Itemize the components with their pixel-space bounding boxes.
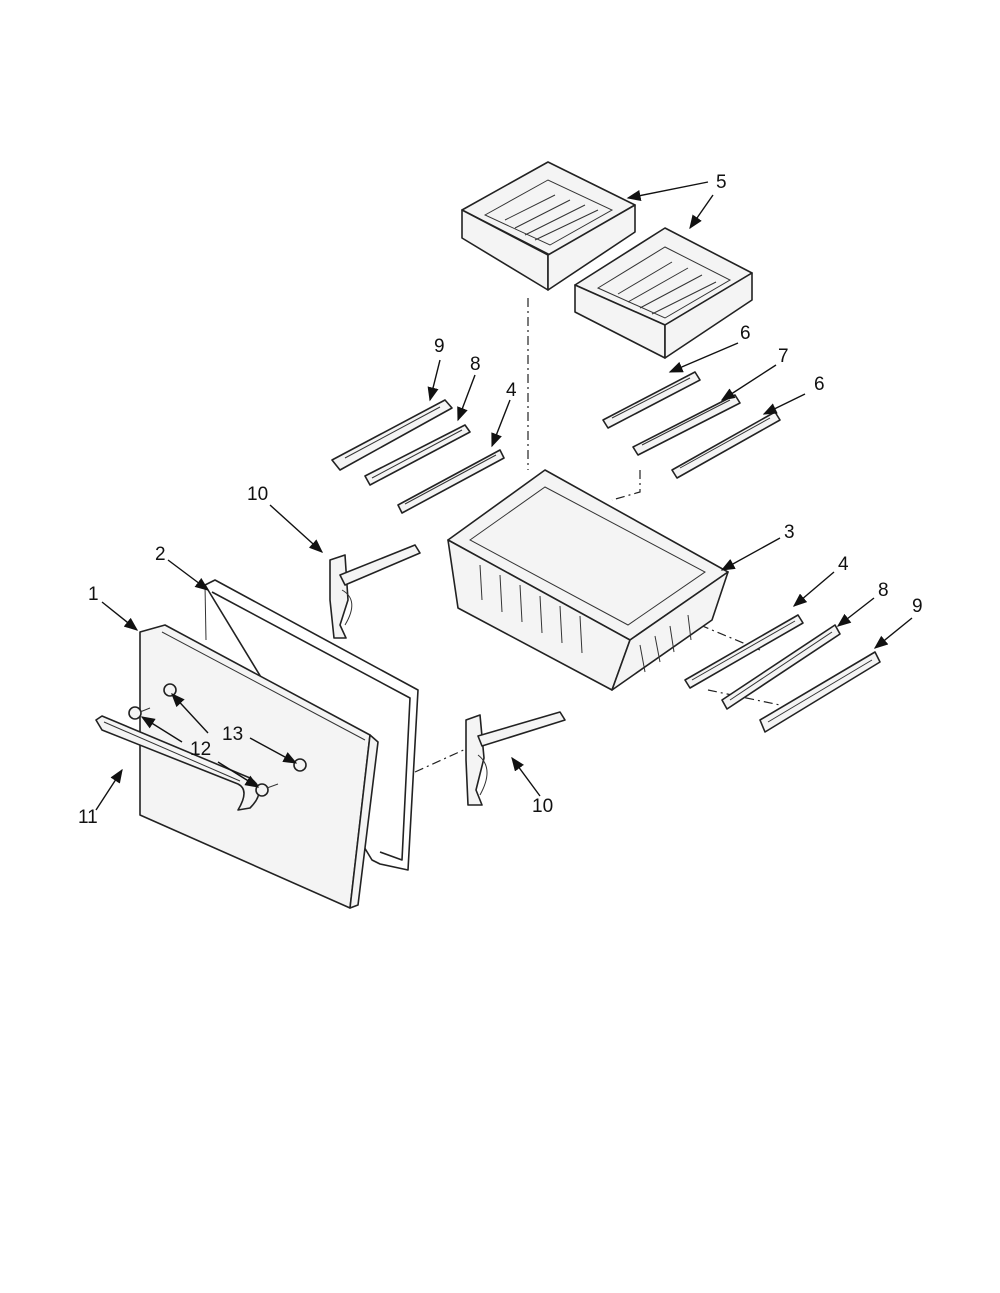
callout-6-upper: 6 xyxy=(740,323,751,344)
callout-1: 1 xyxy=(88,584,99,605)
upper-basket-left xyxy=(461,161,636,291)
screw-upper xyxy=(128,706,151,720)
rail-7 xyxy=(632,394,741,456)
rail-8-upper xyxy=(364,424,471,486)
callout-9-upper: 9 xyxy=(434,336,445,357)
callout-10-upper: 10 xyxy=(247,484,268,505)
callout-6-lower: 6 xyxy=(814,374,825,395)
callout-13: 13 xyxy=(222,724,243,745)
leader-lines xyxy=(95,181,913,811)
bracket-lower xyxy=(465,711,566,806)
freezer-basket xyxy=(447,469,729,691)
freezer-door xyxy=(139,624,379,909)
rail-4-lower xyxy=(684,614,804,689)
callout-7: 7 xyxy=(778,346,789,367)
callout-11: 11 xyxy=(78,807,98,828)
spacer-upper xyxy=(163,683,177,697)
callout-5: 5 xyxy=(716,172,727,193)
rail-4-upper xyxy=(397,449,505,514)
callout-4-lower: 4 xyxy=(838,554,849,575)
centerline-rail-right xyxy=(611,470,641,501)
centerline-rails-lower xyxy=(699,624,781,706)
callout-4-upper: 4 xyxy=(506,380,517,401)
rail-6a xyxy=(602,371,701,429)
callout-10-lower: 10 xyxy=(532,796,553,817)
spacer-lower xyxy=(293,758,307,772)
upper-basket-right xyxy=(574,227,753,359)
rail-9-lower xyxy=(759,651,881,733)
centerline-door xyxy=(414,747,469,773)
bracket-upper xyxy=(329,544,421,639)
rail-8-lower xyxy=(721,624,841,710)
callout-12: 12 xyxy=(190,739,211,760)
door-gasket xyxy=(204,579,419,871)
callout-3: 3 xyxy=(784,522,795,543)
rail-9-upper xyxy=(331,399,453,471)
callout-8-upper: 8 xyxy=(470,354,481,375)
callout-9-lower: 9 xyxy=(912,596,923,617)
callout-2: 2 xyxy=(155,544,166,565)
rail-6b xyxy=(671,411,781,479)
callout-8-lower: 8 xyxy=(878,580,889,601)
